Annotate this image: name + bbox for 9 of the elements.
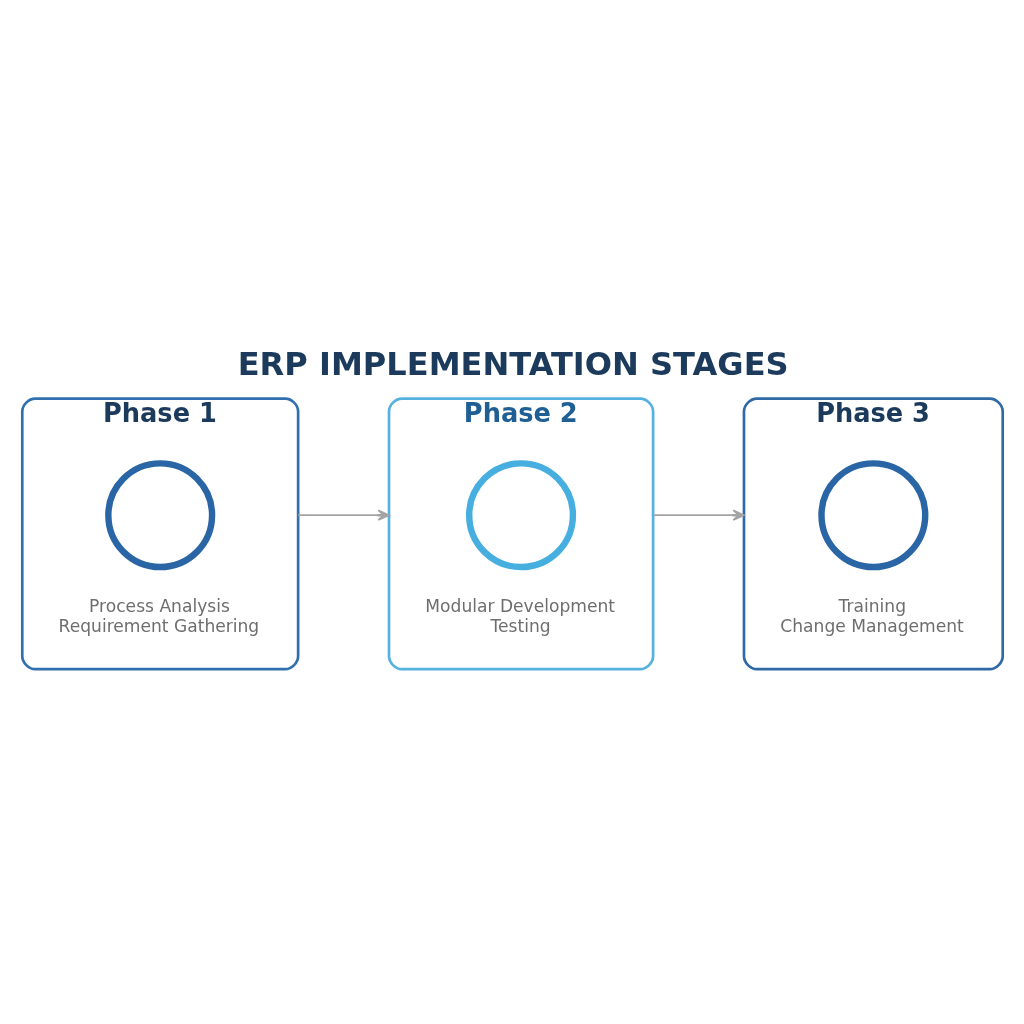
cluster: Phase 3 Training Change Management [742,397,1004,671]
node-circle [104,460,215,571]
arrow [651,509,745,521]
diagram-title: ERP IMPLEMENTATION STAGES [237,345,789,384]
arrow [296,509,390,521]
node-circle [465,460,576,571]
cluster: Phase 2 Modular Development Testing [387,397,654,671]
node-circle [817,460,928,571]
cluster: Phase 1 Process Analysis Requirement Gathering [20,397,299,671]
